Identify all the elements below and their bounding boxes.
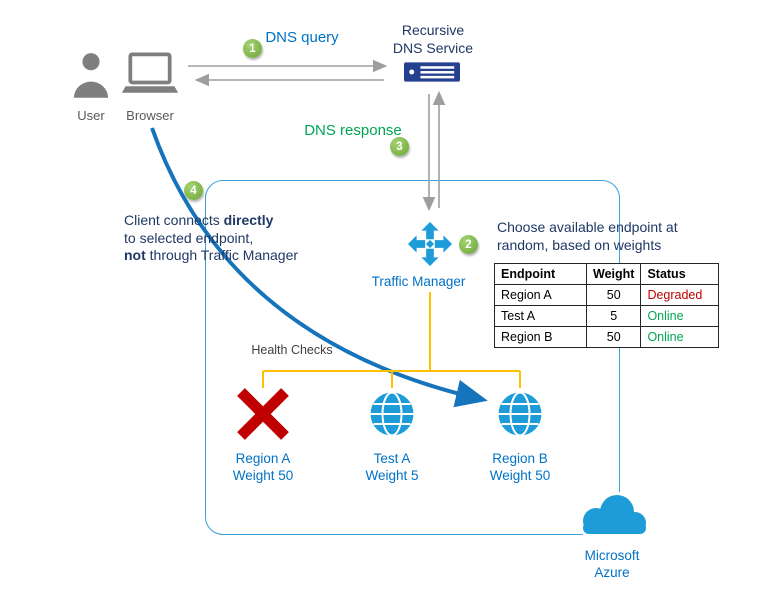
laptop-icon	[121, 52, 179, 93]
user-label: User	[77, 108, 105, 123]
endpoint-region-a-label: Region A Weight 50	[232, 451, 294, 483]
step-4-badge: 4	[184, 181, 203, 200]
step-2-badge: 2	[459, 235, 478, 254]
dns-service-title: Recursive DNS Service	[392, 22, 474, 56]
header-weight: Weight	[585, 263, 642, 285]
weights-table: Endpoint Weight Status Region A 50 Degra…	[494, 263, 720, 348]
cell-weight: 5	[585, 305, 642, 327]
failed-endpoint-x-icon	[235, 386, 291, 442]
cell-endpoint: Region A	[494, 284, 587, 306]
dns-server-icon	[404, 62, 460, 82]
endpoint-test-a-label: Test A Weight 5	[365, 451, 419, 483]
cell-endpoint: Region B	[494, 326, 587, 348]
user-icon	[73, 53, 109, 98]
table-row: Test A 5 Online	[494, 305, 720, 327]
globe-icon	[498, 391, 542, 437]
cell-weight: 50	[585, 326, 642, 348]
azure-cloud-icon	[580, 492, 649, 537]
cell-status: Online	[640, 326, 720, 348]
choose-endpoint-note: Choose available endpoint at random, bas…	[497, 219, 678, 253]
cell-weight: 50	[585, 284, 642, 306]
cell-status: Online	[640, 305, 720, 327]
step-1-badge: 1	[243, 39, 262, 58]
endpoint-region-b-label: Region B Weight 50	[489, 451, 551, 483]
globe-icon	[370, 391, 414, 437]
table-row: Region A 50 Degraded	[494, 284, 720, 306]
client-connect-note: Client connects directly to selected end…	[124, 212, 299, 263]
dns-response-label: DNS response	[304, 122, 402, 139]
table-row: Region B 50 Online	[494, 326, 720, 348]
dns-query-label: DNS query	[265, 29, 339, 46]
traffic-manager-icon	[407, 221, 453, 267]
browser-label: Browser	[126, 108, 174, 123]
header-status: Status	[640, 263, 720, 285]
header-endpoint: Endpoint	[494, 263, 587, 285]
step-3-badge: 3	[390, 137, 409, 156]
cell-status: Degraded	[640, 284, 720, 306]
azure-label: Microsoft Azure	[584, 548, 640, 580]
cell-endpoint: Test A	[494, 305, 587, 327]
health-checks-label: Health Checks	[251, 343, 333, 357]
weights-table-header-row: Endpoint Weight Status	[494, 263, 720, 285]
traffic-manager-label: Traffic Manager	[371, 274, 466, 289]
